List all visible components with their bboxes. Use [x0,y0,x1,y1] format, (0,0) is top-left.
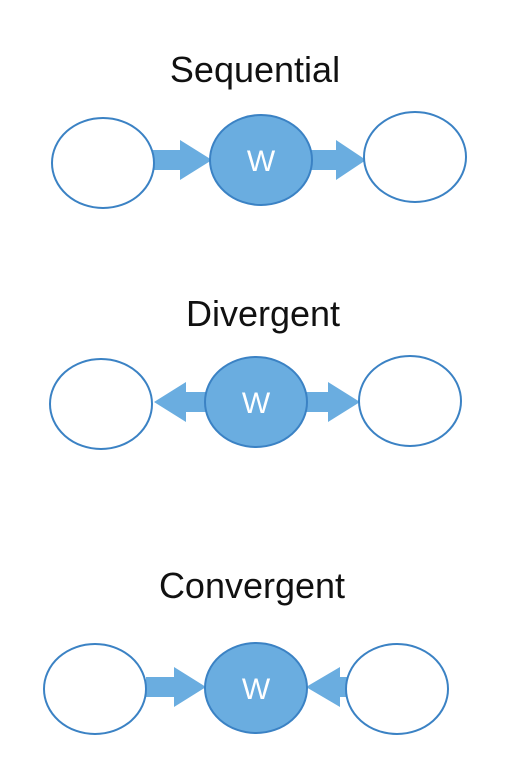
convergent-title: Convergent [159,565,345,606]
node-w [209,114,313,206]
node-left [51,117,155,209]
node-right [363,111,467,203]
node-w-label: W [242,673,271,706]
sequential-title: Sequential [170,49,340,90]
divergent-diagram: Divergent W [49,293,462,450]
node-left [49,358,153,450]
node-w-label: W [242,387,271,420]
arrow-left-to-w [152,140,212,180]
node-right [345,643,449,735]
divergent-title: Divergent [186,293,340,334]
arrow-left-to-w [146,667,206,707]
node-w [204,356,308,448]
convergent-diagram: Convergent W [43,565,449,735]
sequential-diagram: Sequential W [51,49,467,209]
arrow-w-to-right [310,140,366,180]
node-right [358,355,462,447]
arrow-w-to-left [154,382,210,422]
arrow-w-to-right [303,382,360,422]
node-w [204,642,308,734]
node-left [43,643,147,735]
node-w-label: W [247,145,276,178]
arrow-right-to-w [306,667,348,707]
